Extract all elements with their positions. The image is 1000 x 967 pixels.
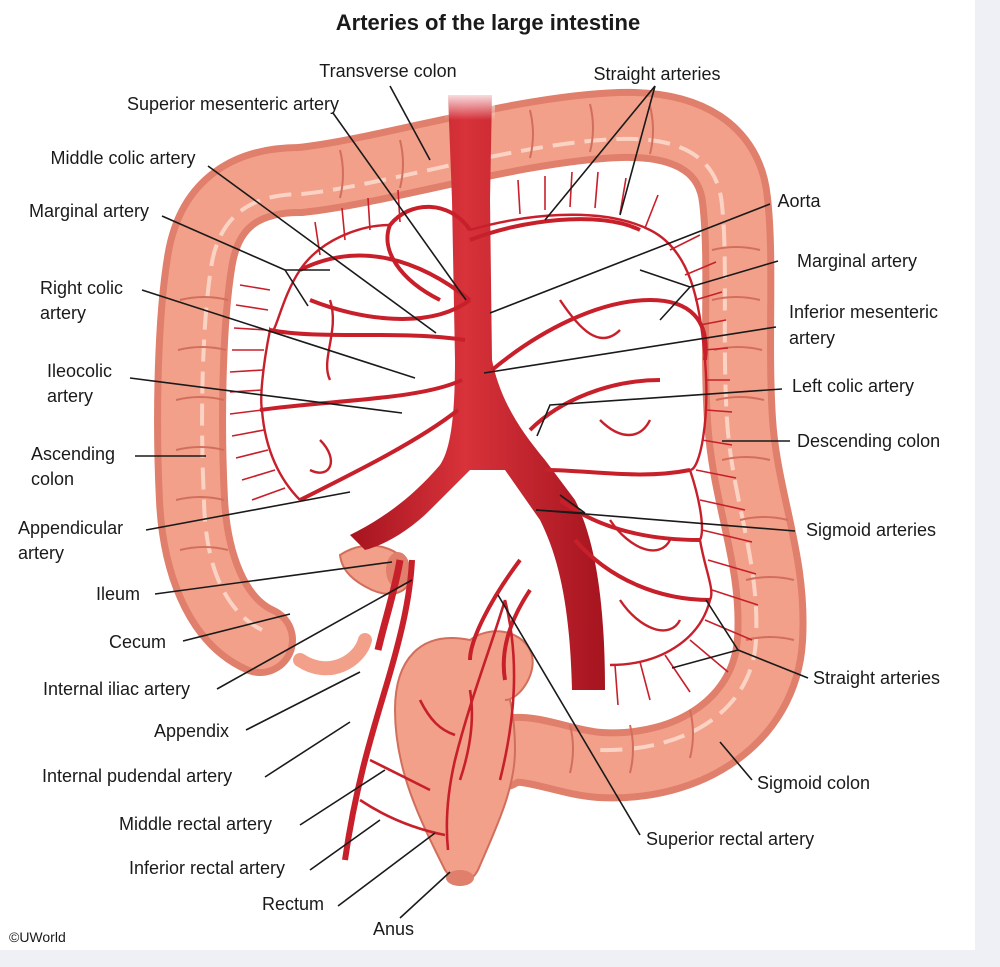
- label-appendicular-artery-line1: Appendicular: [18, 518, 123, 538]
- label-ileocolic-artery-line1: Ileocolic: [47, 361, 112, 381]
- label-sigmoid-arteries: Sigmoid arteries: [806, 520, 936, 540]
- label-left-colic-artery: Left colic artery: [792, 376, 914, 396]
- label-rectum: Rectum: [262, 894, 324, 914]
- label-inferior-rectal-artery: Inferior rectal artery: [129, 858, 285, 878]
- label-aorta: Aorta: [777, 191, 821, 211]
- labels: Transverse colon Straight arteries Super…: [18, 61, 940, 939]
- label-middle-colic-artery: Middle colic artery: [50, 148, 195, 168]
- label-inferior-mesenteric-artery-line2: artery: [789, 328, 835, 348]
- haustra-folds: [175, 103, 795, 774]
- label-straight-arteries-top: Straight arteries: [593, 64, 720, 84]
- label-transverse-colon: Transverse colon: [319, 61, 456, 81]
- diagram-canvas: Arteries of the large intestine: [0, 0, 975, 950]
- vasa-recta: [229, 171, 759, 706]
- label-ileocolic-artery-line2: artery: [47, 386, 93, 406]
- copyright-text: ©UWorld: [9, 929, 66, 945]
- label-straight-arteries-bottom: Straight arteries: [813, 668, 940, 688]
- anatomy-illustration: Arteries of the large intestine: [9, 10, 940, 945]
- label-superior-rectal-artery: Superior rectal artery: [646, 829, 814, 849]
- label-right-colic-artery-line2: artery: [40, 303, 86, 323]
- appendix-shape: [293, 633, 372, 676]
- colon-body-highlight: [161, 95, 800, 795]
- label-superior-mesenteric-artery: Superior mesenteric artery: [127, 94, 339, 114]
- label-anus: Anus: [373, 919, 414, 939]
- label-sigmoid-colon: Sigmoid colon: [757, 773, 870, 793]
- label-ileum: Ileum: [96, 584, 140, 604]
- label-marginal-artery-right: Marginal artery: [797, 251, 917, 271]
- diagram-title: Arteries of the large intestine: [336, 10, 640, 35]
- label-ascending-colon-line1: Ascending: [31, 444, 115, 464]
- label-cecum: Cecum: [109, 632, 166, 652]
- label-inferior-mesenteric-artery-line1: Inferior mesenteric: [789, 302, 938, 322]
- label-descending-colon: Descending colon: [797, 431, 940, 451]
- leader-lines: [129, 85, 809, 919]
- label-internal-iliac-artery: Internal iliac artery: [43, 679, 190, 699]
- label-middle-rectal-artery: Middle rectal artery: [119, 814, 272, 834]
- label-appendicular-artery-line2: artery: [18, 543, 64, 563]
- label-right-colic-artery-line1: Right colic: [40, 278, 123, 298]
- colon: [154, 88, 807, 802]
- label-internal-pudendal-artery: Internal pudendal artery: [42, 766, 232, 786]
- label-appendix: Appendix: [154, 721, 229, 741]
- label-marginal-artery-left: Marginal artery: [29, 201, 149, 221]
- aorta-trunk: [350, 95, 605, 690]
- arteries: [229, 90, 759, 861]
- label-ascending-colon-line2: colon: [31, 469, 74, 489]
- colon-taenia: [200, 136, 759, 753]
